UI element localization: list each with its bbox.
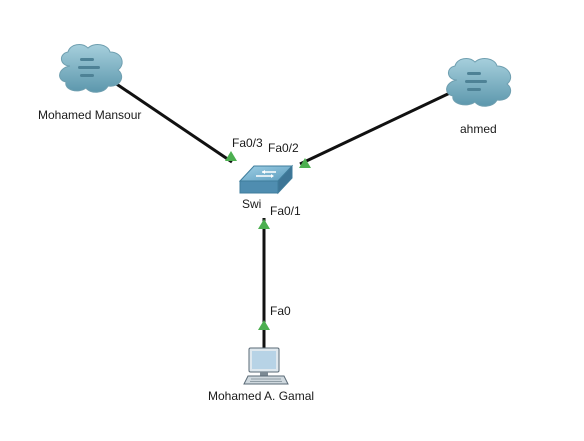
port-label-fa0: Fa0	[270, 304, 291, 318]
link-indicator-fa02	[299, 158, 311, 168]
pc-label: Mohamed A. Gamal	[208, 389, 315, 403]
link-indicator-fa0	[258, 320, 270, 330]
cloud-label: Mohamed Mansour	[38, 108, 142, 122]
link-indicator-fa03	[225, 151, 237, 161]
cloud-label: ahmed	[460, 122, 497, 136]
cloud-icon[interactable]	[59, 44, 123, 93]
port-label-fa03: Fa0/3	[232, 136, 263, 150]
pc-icon[interactable]	[243, 347, 289, 385]
cloud-icon[interactable]	[446, 58, 512, 107]
port-label-fa02: Fa0/2	[268, 141, 299, 155]
cable-left-cloud-switch[interactable]	[114, 81, 233, 164]
link-indicator-fa01	[258, 219, 270, 229]
switch-icon[interactable]	[238, 164, 294, 195]
cable-right-cloud-switch[interactable]	[299, 90, 453, 166]
port-label-fa01: Fa0/1	[270, 204, 301, 218]
switch-label: Swi	[242, 197, 262, 211]
